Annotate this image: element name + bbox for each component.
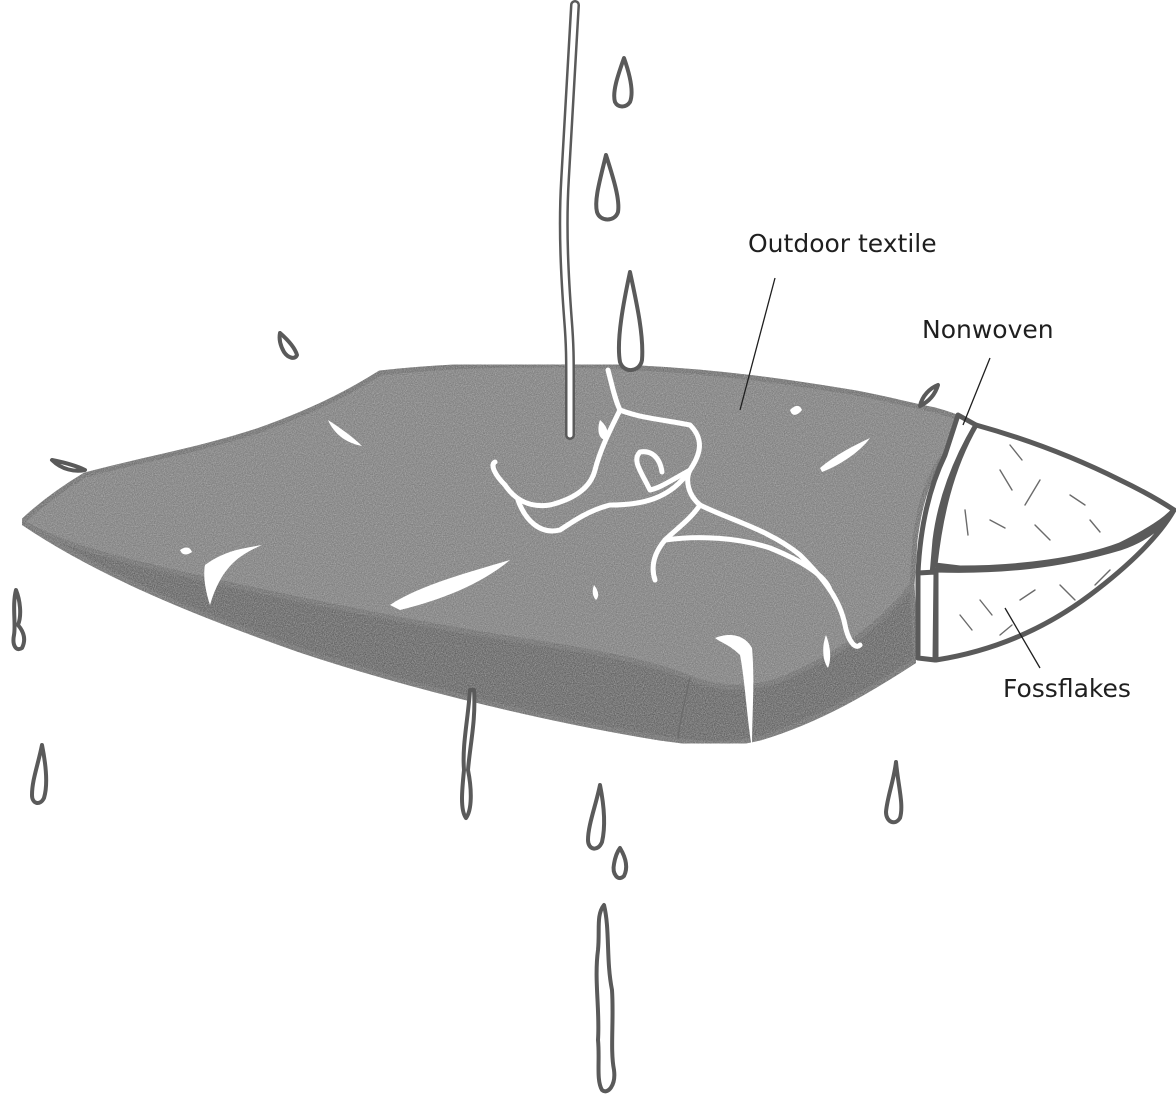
water-drop: [13, 590, 24, 649]
nonwoven-leader: [963, 358, 990, 425]
water-drop: [52, 460, 85, 471]
cushion: [22, 365, 968, 744]
fossflakes-label: Fossflakes: [1003, 674, 1131, 703]
label-nonwoven: Nonwoven: [922, 315, 1054, 425]
water-drop: [920, 385, 938, 406]
nonwoven-label: Nonwoven: [922, 315, 1054, 344]
water-drop: [32, 745, 46, 803]
water-drop: [614, 58, 631, 107]
water-drop: [462, 690, 474, 818]
fossflakes-filling: [935, 425, 1174, 660]
water-drop: [597, 905, 615, 1091]
water-drop: [588, 785, 604, 849]
water-drop: [614, 848, 626, 878]
outdoor-textile-label: Outdoor textile: [748, 229, 937, 258]
water-drop: [886, 762, 901, 822]
water-drop: [596, 155, 618, 220]
water-drop: [280, 333, 297, 358]
falling-water: [564, 5, 575, 435]
water-drop: [619, 272, 642, 370]
